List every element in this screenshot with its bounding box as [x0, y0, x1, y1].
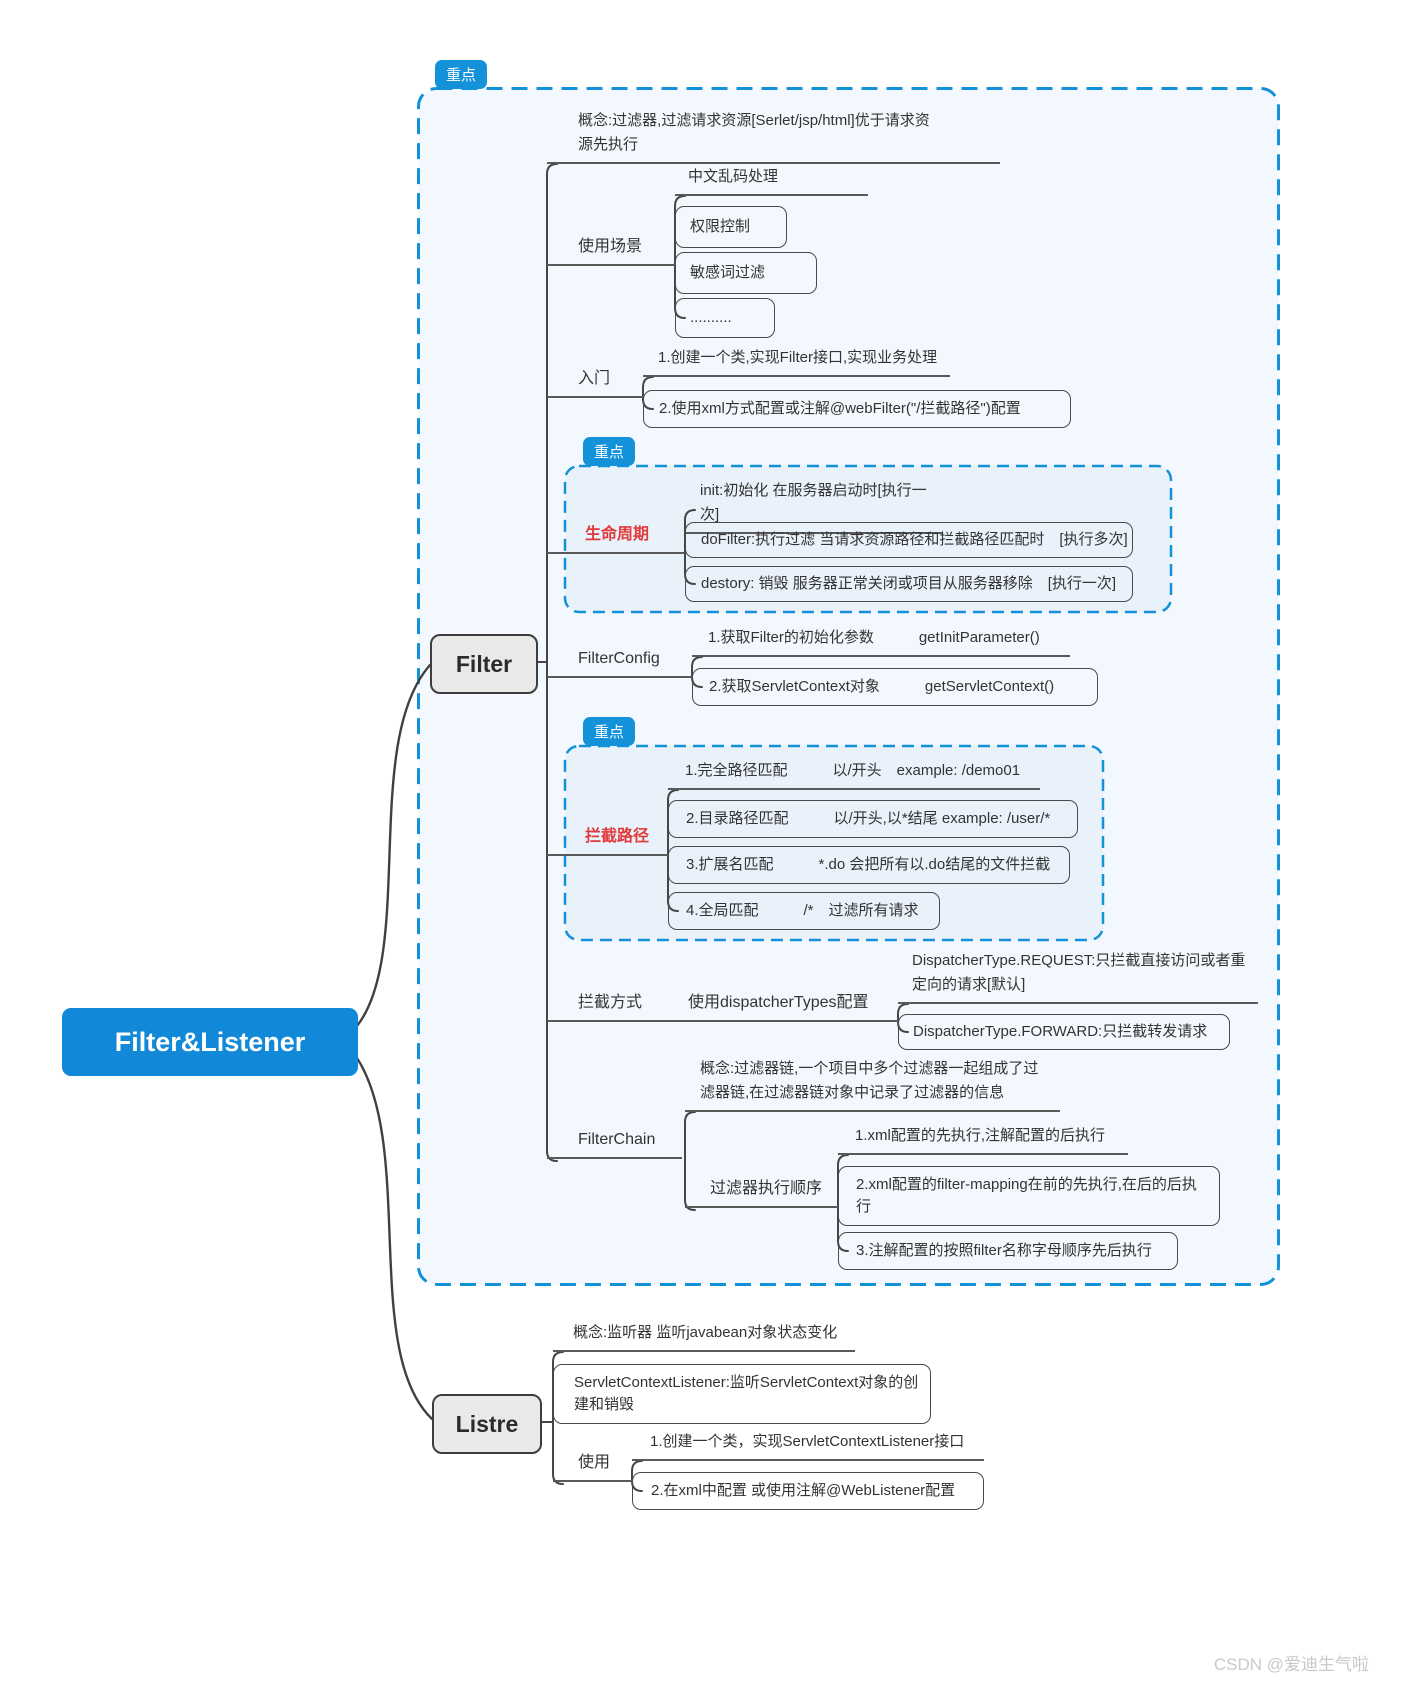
- dispatcher-types-label: 使用dispatcherTypes配置: [674, 991, 898, 1022]
- usage-scenarios-label: 使用场景: [547, 235, 675, 266]
- getting-started-step1: 1.创建一个类,实现Filter接口,实现业务处理: [643, 346, 950, 377]
- dispatcher-forward: DispatcherType.FORWARD:只拦截转发请求: [898, 1014, 1230, 1050]
- filter-concept-text: 概念:过滤器,过滤请求资源[Serlet/jsp/html]优于请求资源先执行: [578, 112, 930, 153]
- filterconfig-item2: 2.获取ServletContext对象 getServletContext(): [692, 668, 1098, 706]
- filterconfig-label: FilterConfig: [547, 647, 692, 678]
- root-to-listre-curve: [355, 1056, 434, 1421]
- filterchain-label: FilterChain: [547, 1128, 682, 1159]
- filter-concept: 概念:过滤器,过滤请求资源[Serlet/jsp/html]优于请求资源先执行: [547, 109, 1000, 164]
- usage-item-encoding: 中文乱码处理: [675, 165, 868, 196]
- intercept-path-item1: 1.完全路径匹配 以/开头 example: /demo01: [668, 759, 1040, 790]
- getting-started-label: 入门: [547, 367, 643, 398]
- branch-curves: [355, 663, 434, 1421]
- keypoint-badge-lifecycle: 重点: [583, 437, 635, 466]
- root-to-filter-curve: [355, 663, 432, 1028]
- exec-order-item1: 1.xml配置的先执行,注解配置的后执行: [838, 1124, 1128, 1155]
- lifecycle-dofilter: doFilter:执行过滤 当请求资源路径和拦截路径匹配时 [执行多次]: [685, 522, 1133, 558]
- intercept-mode-label: 拦截方式: [547, 991, 674, 1022]
- exec-order-label: 过滤器执行顺序: [685, 1177, 838, 1208]
- usage-item-sensitive-words: 敏感词过滤: [675, 252, 817, 294]
- lifecycle-destroy: destory: 销毁 服务器正常关闭或项目从服务器移除 [执行一次]: [685, 566, 1133, 602]
- usage-item-permission: 权限控制: [675, 206, 787, 248]
- keypoint-badge-filter: 重点: [435, 60, 487, 89]
- root-node: Filter&Listener: [62, 1008, 358, 1076]
- keypoint-badge-intercept-path: 重点: [583, 717, 635, 746]
- listener-usage-label: 使用: [553, 1451, 632, 1482]
- filterconfig-item1: 1.获取Filter的初始化参数 getInitParameter(): [692, 626, 1070, 657]
- intercept-path-item2: 2.目录路径匹配 以/开头,以*结尾 example: /user/*: [668, 800, 1078, 838]
- filter-node: Filter: [430, 634, 538, 694]
- listre-node-label: Listre: [455, 1410, 519, 1437]
- intercept-path-item3: 3.扩展名匹配 *.do 会把所有以.do结尾的文件拦截: [668, 846, 1070, 884]
- intercept-path-item4: 4.全局匹配 /* 过滤所有请求: [668, 892, 940, 930]
- listre-node: Listre: [432, 1394, 542, 1454]
- csdn-watermark: CSDN @爱迪生气啦: [1213, 1655, 1369, 1674]
- listener-scl: ServletContextListener:监听ServletContext对…: [553, 1364, 931, 1424]
- exec-order-item2: 2.xml配置的filter-mapping在前的先执行,在后的后执行: [838, 1166, 1220, 1226]
- dispatcher-request: DispatcherType.REQUEST:只拦截直接访问或者重定向的请求[默…: [898, 949, 1258, 1004]
- filterchain-concept: 概念:过滤器链,一个项目中多个过滤器一起组成了过滤器链,在过滤器链对象中记录了过…: [685, 1057, 1060, 1112]
- filter-node-label: Filter: [455, 650, 513, 677]
- usage-item-more: ..........: [675, 298, 775, 338]
- lifecycle-label: 生命周期: [547, 523, 685, 554]
- listener-usage-item2: 2.在xml中配置 或使用注解@WebListener配置: [632, 1472, 984, 1510]
- getting-started-step2: 2.使用xml方式配置或注解@webFilter("/拦截路径")配置: [643, 390, 1071, 428]
- intercept-path-label: 拦截路径: [547, 825, 668, 856]
- exec-order-item3: 3.注解配置的按照filter名称字母顺序先后执行: [838, 1232, 1178, 1270]
- listener-concept: 概念:监听器 监听javabean对象状态变化: [553, 1321, 855, 1352]
- root-node-label: Filter&Listener: [114, 1026, 306, 1057]
- listener-usage-item1: 1.创建一个类，实现ServletContextListener接口: [632, 1430, 984, 1461]
